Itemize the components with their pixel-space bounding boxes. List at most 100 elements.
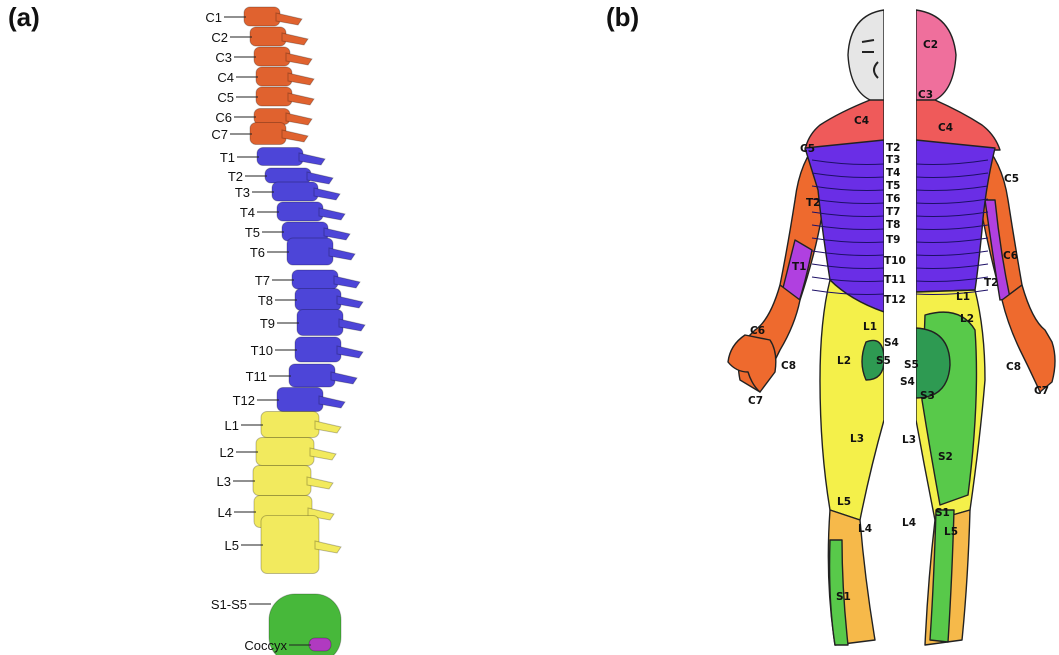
label-c5-left: C5 [800,143,815,155]
vertebra-label-t2: T2 [228,169,243,184]
vertebra-t10 [295,337,341,362]
label-t9-center: T9 [886,234,900,246]
vertebra-label-c2: C2 [211,30,228,45]
vertebra-label-t5: T5 [245,225,260,240]
vertebra-l5 [261,516,319,574]
label-c2: C2 [923,39,938,51]
vertebra-label-c4: C4 [217,70,234,85]
left-thigh [820,280,884,520]
vertebra-label-c7: C7 [211,127,228,142]
label-c6-right: C6 [1003,250,1018,262]
spinous-process-t3 [314,188,340,200]
label-t2-left: T2 [806,197,820,209]
label-c4-left: C4 [854,115,869,127]
vertebra-label-l1: L1 [225,418,239,433]
vertebra-c2 [250,27,286,46]
label-s1-right: S1 [935,507,950,519]
vertebra-label-t4: T4 [240,205,255,220]
midline-gap [884,0,916,655]
vertebra-t11 [289,364,335,387]
label-l4-right: L4 [902,517,916,529]
vertebra-t4 [277,202,323,221]
vertebra-l3 [253,466,311,496]
label-s3-right: S3 [920,390,935,402]
label-t8-center: T8 [886,219,900,231]
vertebra-t8 [295,289,341,311]
vertebra-l2 [256,438,314,466]
right-forearm [1002,285,1055,392]
label-t12-center: T12 [884,294,906,306]
label-c7-right: C7 [1034,385,1049,397]
label-t5-center: T5 [886,180,900,192]
label-t7-center: T7 [886,206,900,218]
label-l3-left: L3 [850,433,864,445]
spinous-process-t7 [334,276,360,288]
label-c6-left: C6 [750,325,765,337]
label-l1-left: L1 [863,321,877,333]
vertebra-label-t6: T6 [250,245,265,260]
label-c8-right: C8 [1006,361,1021,373]
vertebra-label-t3: T3 [235,185,250,200]
vertebra-label-t9: T9 [260,316,275,331]
label-l5-left: L5 [837,496,851,508]
label-c3: C3 [918,89,933,101]
vertebra-label-t12: T12 [233,393,255,408]
label-s4-right: S4 [900,376,915,388]
label-s1-left: S1 [836,591,851,603]
label-t4-center: T4 [886,167,900,179]
label-t1-left: T1 [792,261,806,273]
spinous-process-c6 [286,113,312,125]
head-left-face [848,10,884,104]
vertebra-label-c1: C1 [205,10,222,25]
label-c7-left: C7 [748,395,763,407]
vertebra-t3 [272,182,318,201]
spinous-process-c3 [286,53,312,65]
label-l2-left: L2 [837,355,851,367]
vertebra-c7 [250,123,286,145]
vertebra-c4 [256,67,292,86]
label-t10-center: T10 [884,255,906,267]
vertebra-c1 [244,7,280,26]
vertebra-label-coccyx: Coccyx [244,638,287,653]
vertebra-t1 [257,148,303,166]
vertebra-label-l5: L5 [225,538,239,553]
vertebra-label-s1-s5: S1-S5 [211,597,247,612]
label-c5-right: C5 [1004,173,1019,185]
label-s4-left: S4 [884,337,899,349]
vertebra-coccyx [309,638,331,651]
vertebra-t6 [287,238,333,265]
vertebra-c5 [256,87,292,106]
label-t2-right: T2 [984,277,998,289]
vertebra-l1 [261,412,319,438]
vertebra-label-l4: L4 [218,505,232,520]
label-s5-right: S5 [904,359,919,371]
vertebra-t9 [297,310,343,336]
vertebra-c3 [254,47,290,66]
spine-illustration [244,7,365,655]
spinous-process-c4 [288,73,314,85]
label-s2-right: S2 [938,451,953,463]
vertebra-t2 [265,168,311,183]
vertebra-label-t8: T8 [258,293,273,308]
label-l3-right: L3 [902,434,916,446]
vertebra-label-l3: L3 [217,474,231,489]
label-c8-left: C8 [781,360,796,372]
vertebra-label-c6: C6 [215,110,232,125]
spinous-process-c1 [276,13,302,25]
label-c4-right: C4 [938,122,953,134]
label-t11-center: T11 [884,274,906,286]
spinous-process-c2 [282,33,308,45]
vertebra-label-t1: T1 [220,150,235,165]
spinous-process-c5 [288,93,314,105]
vertebra-label-t10: T10 [251,343,273,358]
label-s5-left: S5 [876,355,891,367]
vertebra-t12 [277,388,323,412]
label-l5-right: L5 [944,526,958,538]
vertebra-label-c5: C5 [217,90,234,105]
vertebra-label-t11: T11 [246,369,267,384]
label-t2-center: T2 [886,142,900,154]
vertebra-label-t7: T7 [255,273,270,288]
spinous-process-t4 [319,208,345,220]
label-l1-right: L1 [956,291,970,303]
